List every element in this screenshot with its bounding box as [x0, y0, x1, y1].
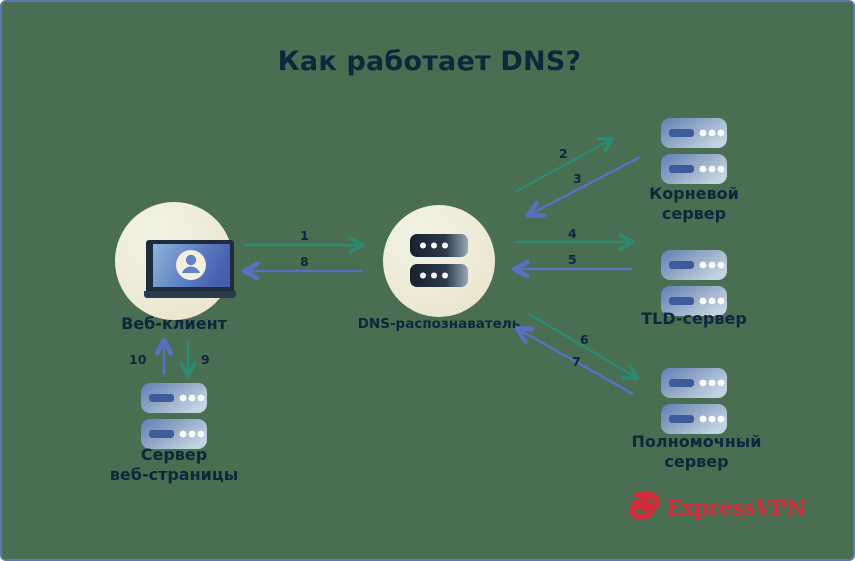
arrow-label-6: 6 [580, 332, 589, 347]
arrow-label-7: 7 [572, 354, 581, 369]
expressvpn-wordmark: ExpressVPN [666, 494, 806, 520]
node-tld-server [655, 244, 733, 322]
node-web-page-server [135, 377, 213, 455]
arrow-label-8: 8 [300, 254, 309, 269]
node-root-server [655, 112, 733, 190]
node-tld-server-label: TLD-сервер [641, 309, 747, 328]
node-web-client [115, 202, 236, 320]
expressvpn-mark-icon [627, 492, 661, 522]
arrow-label-1: 1 [300, 228, 309, 243]
arrow-label-3: 3 [573, 171, 582, 186]
node-authoritative-server [655, 362, 733, 440]
laptop-user-icon [141, 236, 239, 302]
arrow-label-5: 5 [568, 252, 577, 267]
page-title: Как работает DNS? [277, 46, 582, 77]
arrow-label-9: 9 [201, 352, 210, 367]
node-dns-resolver-label: DNS-распознаватель [357, 316, 521, 332]
arrow-label-2: 2 [559, 146, 568, 161]
arrow-label-4: 4 [568, 226, 577, 241]
expressvpn-logo: ExpressVPN [627, 492, 806, 522]
node-web-client-label: Веб-клиент [121, 314, 227, 333]
node-web-page-server-label: Сервер веб-страницы [109, 445, 239, 484]
node-root-server-label: Корневой сервер [649, 184, 739, 223]
node-dns-resolver [383, 205, 495, 317]
node-authoritative-server-label: Полномочный сервер [631, 432, 762, 471]
arrow-label-10: 10 [129, 352, 147, 367]
server-rack-icon [408, 230, 470, 292]
